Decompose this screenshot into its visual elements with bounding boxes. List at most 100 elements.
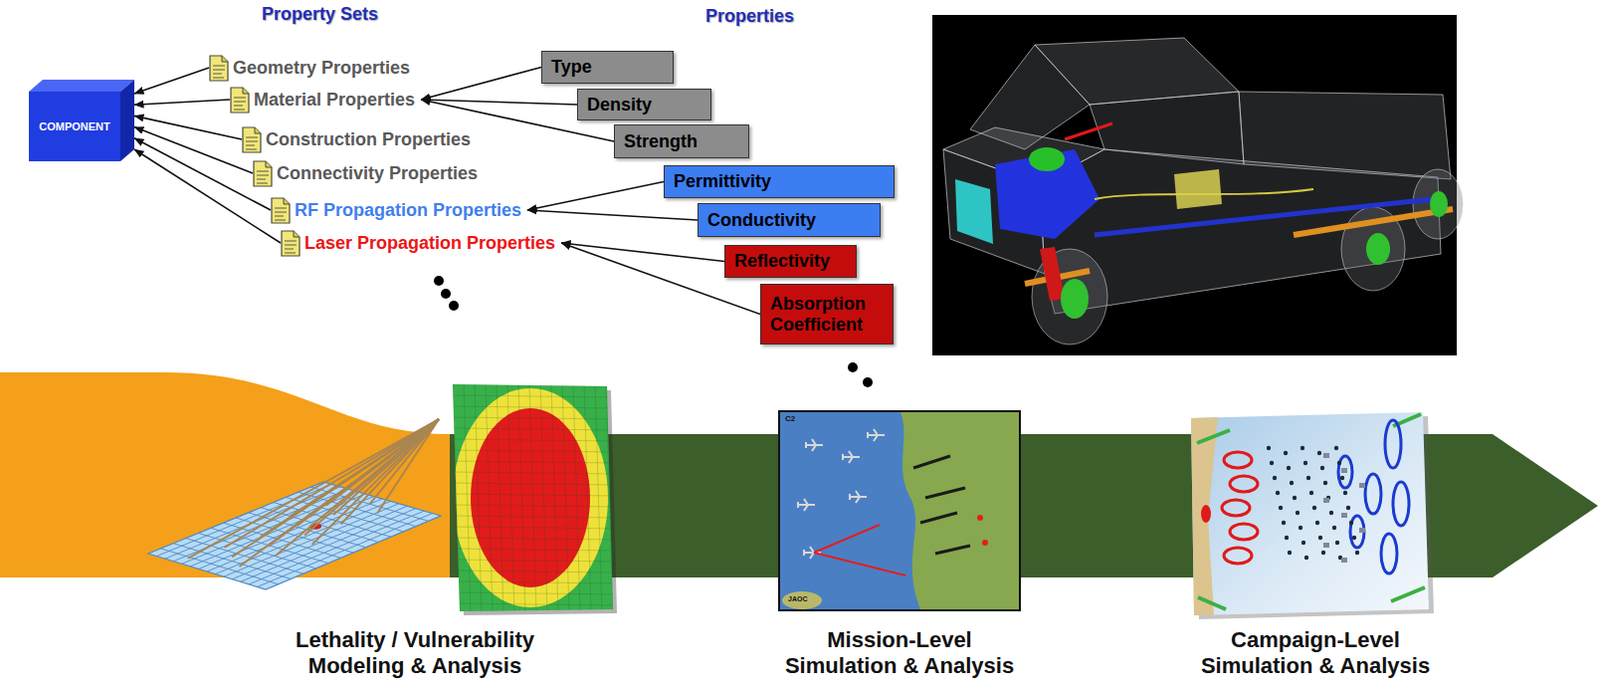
force-dot xyxy=(1272,475,1277,480)
force-dot xyxy=(1284,535,1289,540)
aircraft-icon xyxy=(804,438,823,451)
force-dot xyxy=(1312,505,1317,510)
heat-cell-line xyxy=(562,382,570,613)
mission-map-frame xyxy=(779,410,1020,610)
force-dot xyxy=(1303,460,1308,465)
ground-unit xyxy=(935,545,971,554)
vehicle-fuel-tank xyxy=(1174,169,1222,209)
property-label: Reflectivity xyxy=(734,250,830,271)
cube-side-face xyxy=(120,79,135,162)
force-dot xyxy=(1340,475,1345,480)
arrow-connector xyxy=(134,67,209,94)
boundary-line xyxy=(1391,587,1425,601)
force-dot xyxy=(1286,465,1291,470)
force-dot xyxy=(1281,520,1286,525)
fragment-ray xyxy=(275,418,439,556)
vehicle-frame-rail xyxy=(1094,199,1433,235)
document-page xyxy=(230,87,249,113)
orange-process-band xyxy=(0,372,450,578)
force-dot xyxy=(1346,505,1351,510)
vehicle-shock xyxy=(1039,246,1065,301)
fragment-ray xyxy=(326,418,439,506)
force-dot xyxy=(1352,535,1357,540)
heat-cell-line xyxy=(449,515,617,518)
heat-cell-line xyxy=(595,382,602,613)
campaign-map xyxy=(1191,411,1434,619)
grid-line xyxy=(206,498,383,572)
force-dot xyxy=(1329,510,1334,515)
property-box: Conductivity xyxy=(697,202,881,237)
heat-cell-line xyxy=(449,395,617,398)
fragment-ray xyxy=(268,418,439,546)
arrow-connector xyxy=(134,127,253,174)
document-fold xyxy=(293,230,300,237)
ellipsis-dot xyxy=(847,362,858,373)
unit-icon xyxy=(1359,527,1366,533)
document-lines xyxy=(233,97,246,110)
document-icon xyxy=(208,54,229,82)
ellipsis-dot xyxy=(440,288,451,299)
document-page xyxy=(242,127,261,153)
document-page xyxy=(281,230,300,256)
document-lines xyxy=(245,137,258,150)
arrow-connector xyxy=(134,115,242,140)
ellipsis-dot xyxy=(862,377,873,388)
fragment-ray xyxy=(297,418,439,526)
property-set-label: Laser Propagation Properties xyxy=(304,232,556,254)
fragment-ray xyxy=(239,418,439,567)
force-dot xyxy=(1355,550,1360,555)
unit-icon xyxy=(1341,512,1348,518)
fragment-ray xyxy=(188,418,439,559)
fragment-ray xyxy=(341,418,439,525)
column-heading: Properties xyxy=(705,5,795,28)
force-dot xyxy=(1343,490,1348,495)
force-dot xyxy=(1318,535,1323,540)
heat-map xyxy=(447,378,622,617)
vehicle-component xyxy=(1028,147,1065,172)
document-page xyxy=(253,161,272,187)
column-heading: Property Sets xyxy=(261,3,379,26)
heat-cell-line xyxy=(449,384,617,387)
force-dot xyxy=(1298,525,1303,530)
component-cube: COMPONENT xyxy=(28,79,135,162)
heat-map-fill xyxy=(447,378,622,617)
map-label: C2 xyxy=(785,413,796,424)
heat-cell-line xyxy=(449,537,617,540)
campaign-map-sea xyxy=(1191,411,1429,615)
unit-icon xyxy=(1359,482,1366,488)
property-label: Conductivity xyxy=(707,209,816,230)
grid-plane xyxy=(148,481,441,590)
property-label: Density xyxy=(587,94,652,115)
grid-line xyxy=(231,505,407,579)
property-box: Reflectivity xyxy=(724,244,857,278)
heat-cell-line xyxy=(518,382,526,613)
document-page xyxy=(271,198,290,223)
fragment-ray xyxy=(289,418,439,517)
heat-cell-line xyxy=(449,460,617,463)
unit-icon xyxy=(1341,467,1348,473)
ground-unit xyxy=(920,512,958,523)
heat-cell-line xyxy=(449,602,617,605)
ground-unit xyxy=(913,455,951,468)
ray-grid-illustration xyxy=(148,418,441,590)
vehicle-axle xyxy=(1293,208,1453,235)
red-force-unit xyxy=(1200,504,1211,523)
force-dot xyxy=(1306,475,1311,480)
heat-cell-line xyxy=(485,382,493,613)
heat-cell-line xyxy=(449,482,617,485)
property-set-label: Geometry Properties xyxy=(232,57,410,79)
force-dot xyxy=(1292,495,1297,500)
fragment-ray xyxy=(260,418,439,537)
blue-force-zone xyxy=(1393,481,1409,526)
fragment-ray xyxy=(304,418,439,535)
heat-cell-line xyxy=(449,504,617,507)
force-dot xyxy=(1295,510,1300,515)
vehicle-hub xyxy=(1060,278,1089,319)
boundary-line xyxy=(1197,429,1230,443)
mission-map-land xyxy=(900,411,1019,609)
force-dot xyxy=(1334,445,1339,450)
blue-force-zone xyxy=(1350,515,1365,548)
stage-caption: Lethality / Vulnerability Modeling & Ana… xyxy=(295,626,535,680)
property-set-label: Material Properties xyxy=(253,89,415,111)
heat-cell-line xyxy=(584,382,592,613)
